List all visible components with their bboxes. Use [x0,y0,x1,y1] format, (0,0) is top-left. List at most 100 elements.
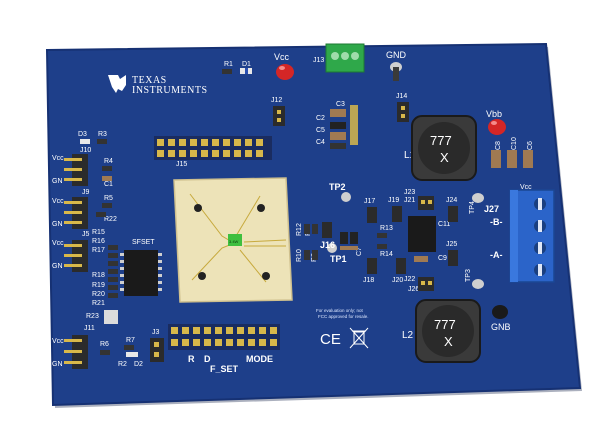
label-gnd-tp: GND [386,50,407,60]
label-j22: J22 [404,276,415,283]
test-point-tp3 [472,279,484,289]
label-j11-gn: GN [52,361,63,368]
label-r22: R22 [104,216,117,223]
label-r13: R13 [380,225,393,232]
label-r23: R23 [86,313,99,320]
label-r4: R4 [104,158,113,165]
label-j18: J18 [363,277,374,284]
header-j23 [418,196,434,210]
label-r7: R7 [126,337,135,344]
label-c7: C7 [356,247,363,256]
header-j14 [397,102,409,122]
label-tp2: TP2 [329,182,346,192]
label-j12: J12 [271,97,282,104]
label-j27-b: -B- [490,217,503,227]
header-j10: Vcc GN [52,154,88,186]
inductor-l2-marking: 777 [434,317,456,332]
capacitor-c9 [414,256,428,262]
header-j9: Vcc GN [52,197,88,229]
label-j24: J24 [446,197,457,204]
capacitor-c1 [102,176,112,181]
ic-sfset [124,250,158,296]
ti-logo-line1: TEXAS [132,75,167,86]
label-j26: J26 [408,286,419,293]
label-j9-gn: GN [52,221,63,228]
test-point-gnb [492,305,508,319]
label-j27: J27 [484,204,499,214]
label-f-set: F_SET [210,364,239,374]
label-j11-vcc: Vcc [52,338,64,345]
inductor-l1-marking: 777 [430,133,452,148]
ic-driver [408,216,436,252]
label-j10-vcc: Vcc [52,155,64,162]
label-r2: R2 [118,361,127,368]
label-r5: R5 [104,195,113,202]
label-j9-vcc: Vcc [52,198,64,205]
inductor-l1-sub: X [440,150,449,165]
label-c10: C10 [511,137,518,150]
label-j5: J5 [82,231,90,238]
led-d2 [126,352,138,357]
resistor-r13 [377,233,387,238]
label-c11: C11 [438,221,450,228]
label-j5-gn: GN [52,263,63,270]
label-r6: R6 [100,341,109,348]
label-c9: C9 [438,255,447,262]
capacitor-c5 [330,132,346,140]
resistor-r3 [97,139,107,144]
resistor-r6 [100,350,110,355]
header-j3 [150,338,164,362]
label-j23: J23 [404,189,415,196]
label-tp1: TP1 [330,254,347,264]
capacitor-c2 [330,109,346,117]
label-r21: R21 [92,300,105,307]
label-j25: J25 [446,241,457,248]
label-c6: C6 [527,141,534,150]
header-fset-mode [168,324,280,350]
sensor-pad: 3.4W [173,177,293,303]
header-j5: Vcc GN [52,240,88,272]
label-d1: D1 [242,61,251,68]
sensor-chip-text: 3.4W [229,239,239,244]
led-d3 [80,139,90,144]
capacitor-c7 [340,246,358,250]
header-j16 [322,222,332,238]
resistor-r22 [96,212,106,217]
header-j15 [154,136,272,160]
label-c1: C1 [104,181,113,188]
label-j15: J15 [176,161,187,168]
capacitor-c4 [330,143,346,149]
header-j17 [367,207,377,223]
header-j25 [448,250,458,266]
label-r14: R14 [380,251,393,258]
label-l2: L2 [402,330,414,341]
label-r: R [188,354,195,364]
label-j27-vcc: Vcc [520,184,532,191]
label-r17: R17 [92,247,105,254]
resistor-array [108,245,118,298]
label-j10: J10 [80,147,91,154]
test-point-vcc [276,64,294,80]
header-j20 [396,258,406,274]
label-j10-gn: GN [52,178,63,185]
test-point-tp1 [327,243,337,253]
header-j26 [418,277,434,291]
label-c8: C8 [495,141,502,150]
ti-logo-icon [108,75,126,93]
inductor-l2-sub: X [444,334,453,349]
resistor-r4 [102,166,112,171]
label-j21: J21 [404,197,415,204]
terminal-j27 [509,189,555,283]
label-j17: J17 [364,198,375,205]
capacitor-c6 [523,150,533,168]
ti-logo-line2: INSTRUMENTS [132,85,208,96]
test-point-tp4 [472,193,484,203]
compliance-note-line1: For evaluation only; not [316,308,364,313]
header-j24 [448,206,458,222]
label-j13: J13 [313,57,324,64]
label-gnb-tp: GNB [491,322,511,332]
label-tp4: TP4 [469,201,476,214]
label-d2: D2 [134,361,143,368]
resistor-r7 [124,345,134,350]
label-d3: D3 [78,131,87,138]
